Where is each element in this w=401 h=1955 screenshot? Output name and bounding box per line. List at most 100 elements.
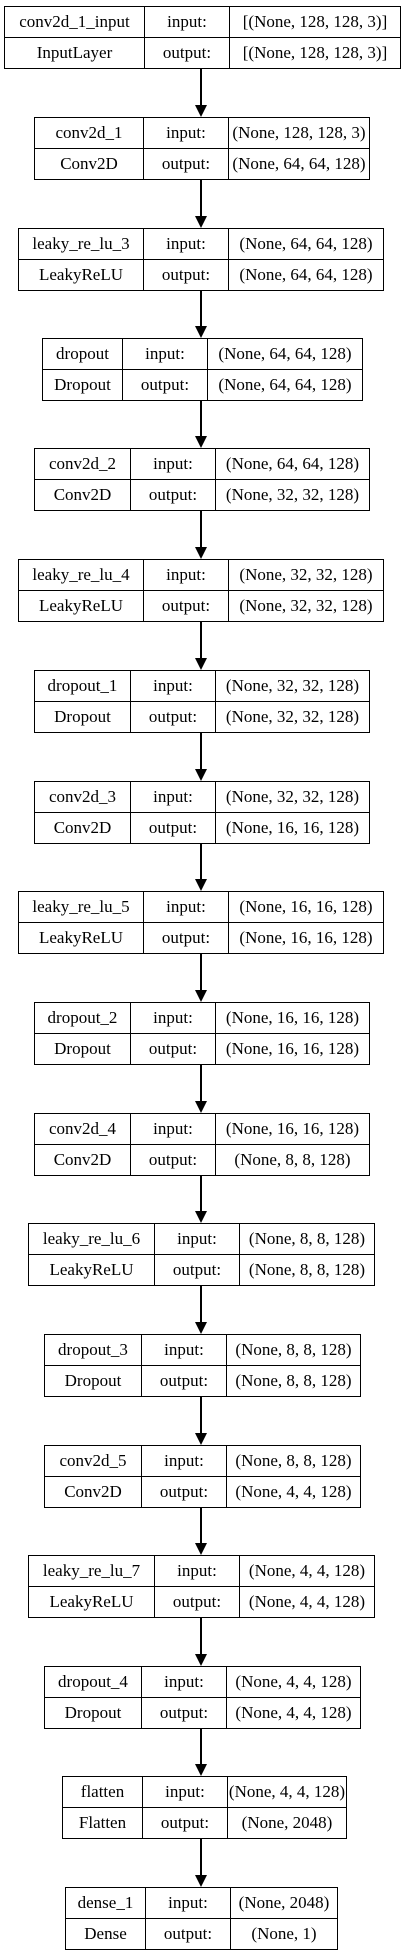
layer-type: Conv2D — [35, 148, 144, 179]
output-shape: (None, 2048) — [241, 1812, 333, 1832]
output-shape: (None, 64, 64, 128) — [232, 153, 366, 173]
input-shape: (None, 64, 64, 128) — [208, 339, 362, 370]
output-shape: (None, 4, 4, 128) — [235, 1702, 352, 1722]
input-shape: (None, 4, 4, 128) — [240, 1556, 374, 1587]
arrowhead-icon — [195, 1543, 207, 1555]
layer-name: leaky_re_lu_7 — [29, 1556, 155, 1587]
output-shape: (None, 4, 4, 128) — [248, 1591, 366, 1611]
input-label: input: — [131, 1114, 216, 1145]
output-shape: (None, 64, 64, 128) — [239, 264, 373, 284]
input-label: input: — [143, 1777, 228, 1808]
layer-type: LeakyReLU — [29, 1254, 155, 1285]
input-shape: (None, 2048) — [231, 1888, 337, 1919]
layer-name: leaky_re_lu_4 — [19, 560, 144, 591]
output-label: output: — [131, 479, 216, 510]
input-shape: [(None, 128, 128, 3)] — [230, 7, 400, 38]
input-label: input: — [146, 1888, 231, 1919]
input-shape: (None, 16, 16, 128) — [216, 1003, 369, 1034]
output-shape: (None, 16, 16, 128) — [225, 817, 360, 837]
output-label: output: — [143, 1807, 228, 1838]
output-shape: (None, 16, 16, 128) — [239, 927, 373, 947]
layer-name: dropout — [43, 339, 123, 370]
arrowhead-icon — [195, 1433, 207, 1445]
output-shape: (None, 32, 32, 128) — [225, 706, 360, 726]
layer-type: LeakyReLU — [19, 259, 144, 290]
layer-type: Dropout — [43, 369, 123, 400]
arrowhead-icon — [195, 1875, 207, 1887]
input-label: input: — [144, 229, 229, 260]
layer-type: Dropout — [45, 1365, 142, 1396]
layer-type: InputLayer — [5, 37, 145, 68]
arrowhead-icon — [195, 658, 207, 670]
input-shape: (None, 4, 4, 128) — [227, 1667, 360, 1698]
layer-name: dropout_1 — [35, 671, 131, 702]
input-label: input: — [123, 339, 208, 370]
layer-name: conv2d_2 — [35, 449, 131, 480]
arrowhead-icon — [195, 1101, 207, 1113]
connector-line — [200, 180, 202, 217]
arrowhead-icon — [195, 326, 207, 338]
output-label: output: — [131, 701, 216, 732]
input-shape: (None, 64, 64, 128) — [216, 449, 369, 480]
input-label: input: — [142, 1667, 227, 1698]
input-label: input: — [145, 7, 230, 38]
output-label: output: — [144, 259, 229, 290]
output-label: output: — [123, 369, 208, 400]
input-label: input: — [144, 118, 229, 149]
arrowhead-icon — [195, 547, 207, 559]
output-label: output: — [155, 1586, 240, 1617]
layer-type: Dropout — [45, 1697, 142, 1728]
layer-type: Dropout — [35, 1033, 131, 1064]
arrowhead-icon — [195, 1211, 207, 1223]
output-shape: (None, 8, 8, 128) — [235, 1370, 352, 1390]
layer-type: Conv2D — [45, 1476, 142, 1507]
connector-line — [200, 69, 202, 106]
layer-type: LeakyReLU — [19, 590, 144, 621]
output-label: output: — [144, 922, 229, 953]
input-shape: (None, 32, 32, 128) — [216, 671, 369, 702]
output-shape: (None, 8, 8, 128) — [248, 1259, 366, 1279]
input-label: input: — [131, 782, 216, 813]
layer-type: Conv2D — [35, 479, 131, 510]
output-shape: (None, 32, 32, 128) — [239, 595, 373, 615]
input-label: input: — [131, 449, 216, 480]
connector-line — [200, 1176, 202, 1212]
connector-line — [200, 1397, 202, 1434]
output-label: output: — [144, 590, 229, 621]
layer-name: conv2d_1_input — [5, 7, 145, 38]
input-label: input: — [131, 1003, 216, 1034]
arrowhead-icon — [195, 879, 207, 891]
output-label: output: — [131, 1033, 216, 1064]
output-shape: (None, 16, 16, 128) — [225, 1038, 360, 1058]
input-shape: (None, 8, 8, 128) — [240, 1224, 374, 1255]
layer-name: dropout_3 — [45, 1335, 142, 1366]
input-shape: (None, 32, 32, 128) — [229, 560, 383, 591]
layer-name: leaky_re_lu_3 — [19, 229, 144, 260]
connector-line — [200, 1618, 202, 1655]
connector-line — [200, 291, 202, 327]
output-label: output: — [142, 1365, 227, 1396]
layer-type: Conv2D — [35, 812, 131, 843]
connector-line — [200, 954, 202, 991]
layer-type: LeakyReLU — [19, 922, 144, 953]
layer-type: Flatten — [63, 1807, 143, 1838]
arrowhead-icon — [195, 1764, 207, 1776]
input-shape: (None, 64, 64, 128) — [229, 229, 383, 260]
arrowhead-icon — [195, 769, 207, 781]
layer-name: leaky_re_lu_6 — [29, 1224, 155, 1255]
layer-type: LeakyReLU — [29, 1586, 155, 1617]
layer-name: dropout_4 — [45, 1667, 142, 1698]
input-shape: (None, 4, 4, 128) — [228, 1777, 346, 1808]
output-label: output: — [145, 37, 230, 68]
connector-line — [200, 844, 202, 880]
layer-name: dense_1 — [66, 1888, 146, 1919]
